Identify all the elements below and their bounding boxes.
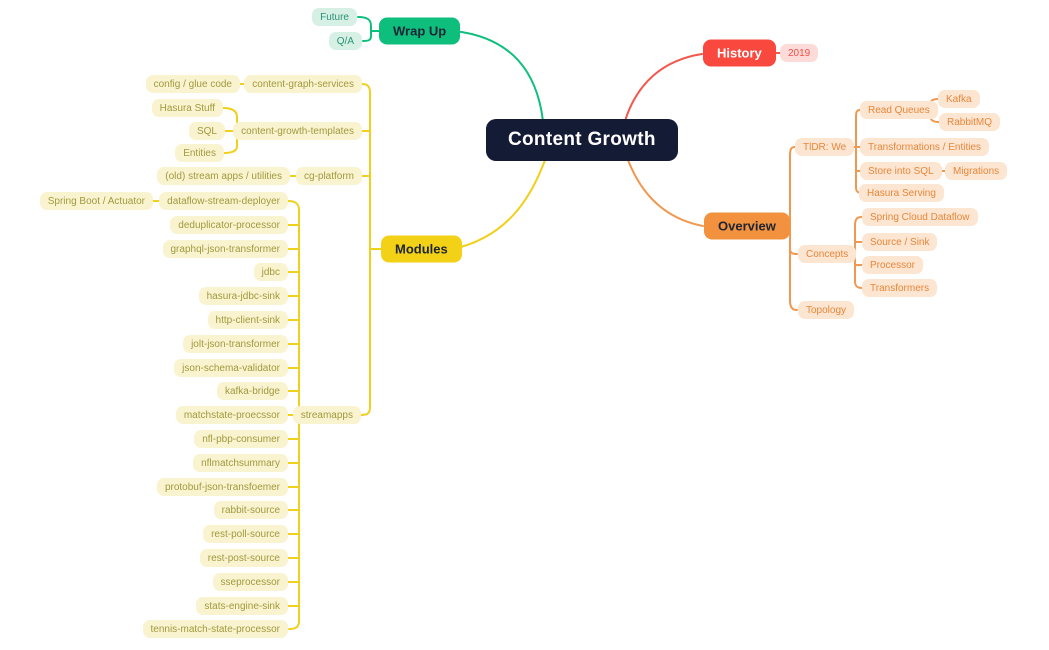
node-tennis-match-state-processor[interactable]: tennis-match-state-processor [142, 620, 288, 638]
connector [789, 146, 798, 311]
node-overview[interactable]: Overview [704, 212, 790, 240]
node-processor[interactable]: Processor [862, 256, 924, 274]
connector [454, 30, 544, 122]
node-sql[interactable]: SQL [188, 122, 225, 140]
node-content-growth-templates[interactable]: content-growth-templates [233, 122, 362, 140]
connector [627, 159, 704, 227]
connector [360, 83, 371, 416]
node-history[interactable]: History [703, 39, 776, 67]
node-protobuf-json-transfoemer[interactable]: protobuf-json-transfoemer [156, 478, 288, 496]
node-hasura-stuff[interactable]: Hasura Stuff [151, 99, 223, 117]
node-kafka-bridge[interactable]: kafka-bridge [216, 382, 288, 400]
node-rest-post-source[interactable]: rest-post-source [199, 549, 288, 567]
node-topology[interactable]: Topology [798, 301, 855, 319]
node-transformers[interactable]: Transformers [862, 279, 938, 297]
node-content-graph-services[interactable]: content-graph-services [244, 75, 362, 93]
node-json-schema-validator[interactable]: json-schema-validator [174, 359, 288, 377]
node-rest-poll-source[interactable]: rest-poll-source [203, 525, 288, 543]
node-deduplicator-processor[interactable]: deduplicator-processor [170, 216, 288, 234]
node-streamapps[interactable]: streamapps [292, 406, 361, 424]
node-rabbitmq[interactable]: RabbitMQ [939, 113, 1001, 131]
node-wrap-up[interactable]: Wrap Up [379, 17, 461, 45]
modules-connectors [152, 83, 546, 630]
node-concepts[interactable]: Concepts [798, 245, 857, 263]
node-future[interactable]: Future [312, 8, 357, 26]
node-modules[interactable]: Modules [381, 235, 462, 263]
node-graphql-json-transformer[interactable]: graphql-json-transformer [162, 240, 288, 258]
node-2019[interactable]: 2019 [780, 44, 819, 62]
node-read-queues[interactable]: Read Queues [860, 101, 938, 119]
connector [789, 247, 798, 255]
node-cg-platform[interactable]: cg-platform [295, 167, 362, 185]
node-stats-engine-sink[interactable]: stats-engine-sink [196, 597, 288, 615]
node-http-client-sink[interactable]: http-client-sink [207, 311, 288, 329]
node-matchstate-proecssor[interactable]: matchstate-proecssor [175, 406, 288, 424]
node-transformations-entities[interactable]: Transformations / Entities [860, 138, 990, 156]
node-source-sink[interactable]: Source / Sink [862, 233, 938, 251]
node-spring-cloud-dataflow[interactable]: Spring Cloud Dataflow [862, 208, 978, 226]
node-hasura-serving[interactable]: Hasura Serving [859, 184, 944, 202]
node-kafka[interactable]: Kafka [938, 90, 980, 108]
node-root-content-growth[interactable]: Content Growth [486, 119, 678, 161]
node-entities[interactable]: Entities [175, 144, 224, 162]
connector [624, 53, 703, 122]
node-nfl-pbp-consumer[interactable]: nfl-pbp-consumer [194, 430, 288, 448]
node-store-into-sql[interactable]: Store into SQL [860, 162, 942, 180]
node-sseprocessor[interactable]: sseprocessor [212, 573, 288, 591]
node-qa[interactable]: Q/A [328, 32, 362, 50]
node-migrations[interactable]: Migrations [945, 162, 1008, 180]
connector [854, 216, 863, 289]
node-dataflow-stream-deployer[interactable]: dataflow-stream-deployer [159, 192, 288, 210]
node-spring-boot-actuator[interactable]: Spring Boot / Actuator [39, 192, 153, 210]
wrapup-connectors [357, 16, 544, 122]
node-hasura-jdbc-sink[interactable]: hasura-jdbc-sink [198, 287, 288, 305]
node-config-glue-code[interactable]: config / glue code [145, 75, 240, 93]
node-jdbc[interactable]: jdbc [253, 263, 288, 281]
connector [452, 159, 546, 250]
node-rabbit-source[interactable]: rabbit-source [213, 501, 288, 519]
node-nflmatchsummary[interactable]: nflmatchsummary [193, 454, 288, 472]
node-old-stream-apps-utilities[interactable]: (old) stream apps / utilities [157, 167, 290, 185]
node-tldr-we[interactable]: TlDR: We [795, 138, 855, 156]
node-jolt-json-transformer[interactable]: jolt-json-transformer [183, 335, 288, 353]
